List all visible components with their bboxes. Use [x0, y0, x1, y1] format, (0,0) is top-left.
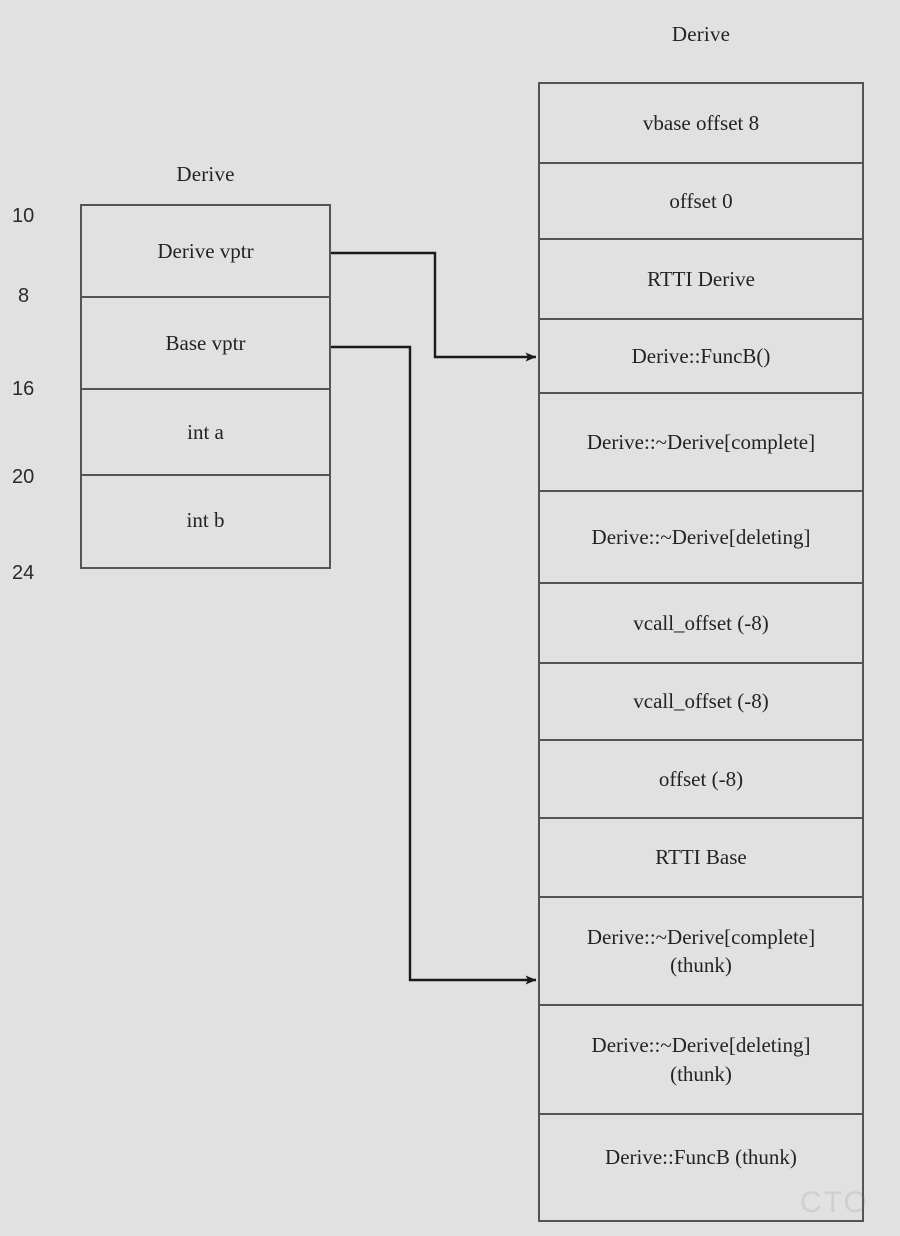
offset-label-0: 10	[12, 205, 35, 227]
object-row-derive-vptr: Derive vptr	[82, 206, 329, 298]
object-layout-table: Derive vptr Base vptr int a int b	[80, 204, 331, 569]
vtable-row-label: Derive::FuncB()	[631, 343, 771, 368]
object-row-label: int a	[187, 419, 224, 444]
vtable-row-dtor-complete-thunk: Derive::~Derive[complete] (thunk)	[540, 898, 862, 1006]
vtable-row-label: Derive::FuncB (thunk)	[605, 1145, 797, 1170]
vtable-row-offset-0: offset 0	[540, 164, 862, 240]
vtable-row-label: Derive::~Derive[deleting]	[591, 524, 811, 549]
offset-label-3: 20	[12, 466, 35, 488]
object-row-label: int b	[186, 508, 225, 533]
object-row-label: Derive vptr	[157, 238, 254, 263]
vtable-row-derive-funcb: Derive::FuncB()	[540, 320, 862, 394]
vtable-row-label: Derive::~Derive[complete]	[586, 429, 816, 454]
vtable-row-vcall-offset-1: vcall_offset (-8)	[540, 584, 862, 664]
object-row-label: Base vptr	[165, 330, 246, 355]
vtable-row-vbase-offset: vbase offset 8	[540, 84, 862, 164]
vtable-row-dtor-deleting: Derive::~Derive[deleting]	[540, 492, 862, 584]
vtable-row-sublabel: (thunk)	[670, 1061, 732, 1086]
vtable-row-rtti-base: RTTI Base	[540, 819, 862, 898]
vtable-row-dtor-deleting-thunk: Derive::~Derive[deleting] (thunk)	[540, 1006, 862, 1115]
connector-derive-vptr-to-funcb	[331, 251, 537, 362]
vtable-row-label: Derive::~Derive[complete]	[586, 924, 816, 949]
vtable-row-label: vbase offset 8	[642, 110, 760, 135]
vtable-caption: Derive	[671, 22, 731, 46]
vtable-row-label: RTTI Derive	[647, 266, 755, 291]
vtable-row-label: RTTI Base	[655, 845, 747, 870]
vtable-row-dtor-complete: Derive::~Derive[complete]	[540, 394, 862, 492]
offset-label-1: 8	[18, 285, 30, 307]
offset-label-4: 24	[12, 562, 35, 584]
object-row-int-b: int b	[82, 476, 329, 565]
vtable-row-offset-neg8: offset (-8)	[540, 741, 862, 819]
vtable-row-sublabel: (thunk)	[670, 953, 732, 977]
connector-base-vptr-to-dtor-thunk	[331, 345, 537, 985]
vtable-row-label: offset 0	[669, 188, 733, 213]
vtable-row-vcall-offset-2: vcall_offset (-8)	[540, 664, 862, 741]
vtable-row-rtti-derive: RTTI Derive	[540, 240, 862, 320]
vtable-row-label: vcall_offset (-8)	[633, 689, 769, 714]
vtable-row-label: offset (-8)	[658, 766, 744, 791]
object-layout-caption: Derive	[176, 162, 235, 186]
vtable-row-label: Derive::~Derive[deleting]	[591, 1033, 811, 1058]
object-row-int-a: int a	[82, 390, 329, 476]
watermark: CTO	[800, 1186, 869, 1219]
vtable-row-label: vcall_offset (-8)	[633, 610, 769, 635]
offset-label-2: 16	[12, 378, 35, 400]
vtable-table: vbase offset 8 offset 0 RTTI Derive Deri…	[538, 82, 864, 1222]
vtable-row-funcb-thunk: Derive::FuncB (thunk)	[540, 1115, 862, 1200]
object-row-base-vptr: Base vptr	[82, 298, 329, 390]
